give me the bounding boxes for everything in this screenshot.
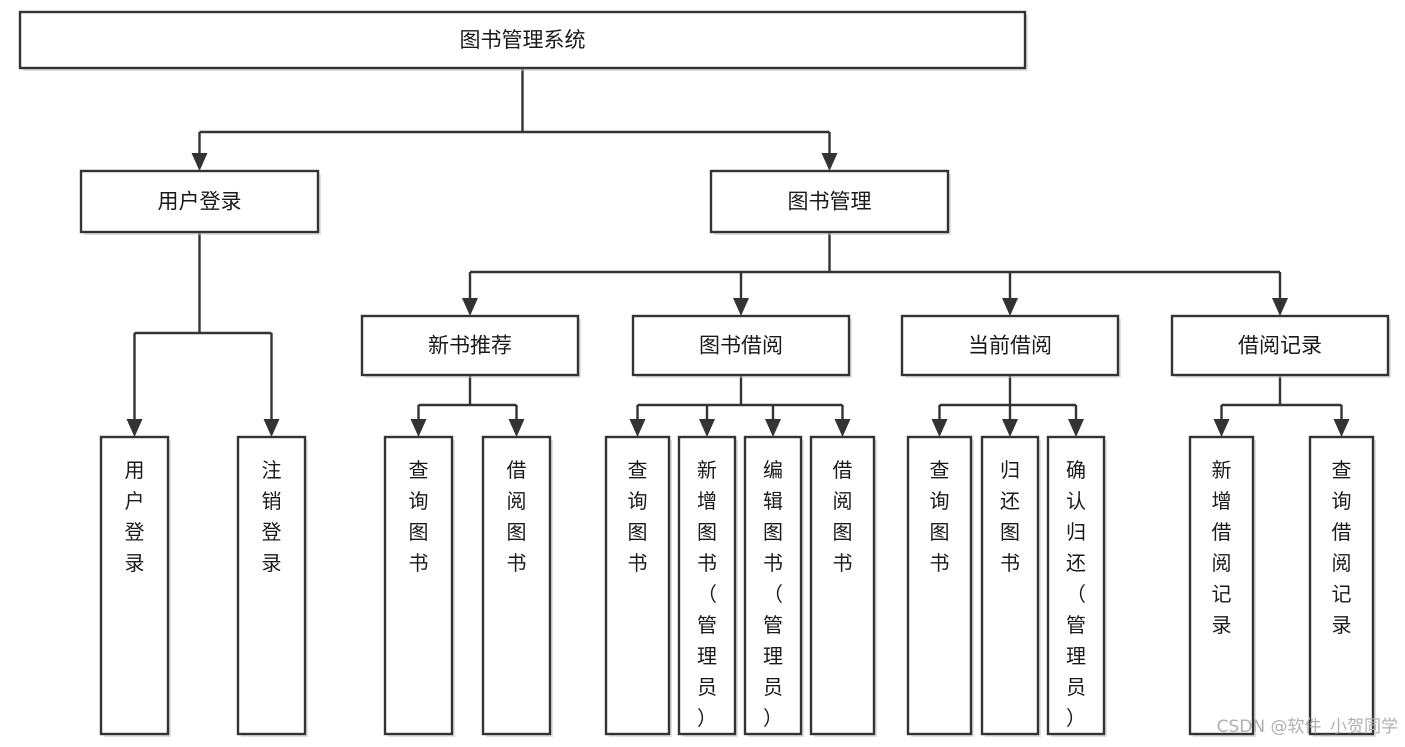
node-current-borrow[interactable]: 当前借阅 (900, 314, 1121, 378)
node-book-borrow[interactable]: 图书借阅 (631, 314, 852, 378)
node-leaf-query-book-1[interactable]: 查询图书 (383, 435, 455, 737)
arrow-head (508, 419, 525, 437)
arrow-head (821, 153, 838, 171)
node-label: 查询图书 (409, 458, 429, 575)
node-box (383, 435, 454, 736)
node-box (236, 435, 307, 736)
node-book-manage[interactable]: 图书管理 (709, 169, 951, 235)
node-box (709, 169, 950, 234)
arrow-head (733, 298, 749, 316)
arrow-head (1272, 298, 1288, 316)
node-box (906, 435, 973, 736)
node-label: 用户登录 (158, 190, 242, 214)
node-label: 借阅图书 (833, 458, 853, 575)
node-leaf-logout[interactable]: 注销登录 (236, 435, 308, 737)
arrow-head (931, 419, 948, 437)
arrow-head (410, 419, 427, 437)
node-box (743, 435, 803, 736)
node-leaf-borrow-book-2[interactable]: 借阅图书 (809, 435, 877, 737)
arrow-head (1002, 419, 1018, 437)
node-box (631, 314, 851, 377)
node-new-book-recommend[interactable]: 新书推荐 (360, 314, 581, 378)
node-label: 新增借阅记录 (1212, 458, 1232, 637)
node-box (1170, 314, 1390, 377)
node-label: 借阅记录 (1238, 334, 1322, 358)
node-leaf-edit-book[interactable]: 编辑图书（管理员） (743, 435, 804, 737)
node-label: 查询图书 (930, 458, 950, 575)
node-box (18, 10, 1027, 70)
arrow-head (629, 419, 646, 437)
node-box (809, 435, 876, 736)
arrow-head (462, 298, 478, 316)
node-label: 图书借阅 (699, 334, 783, 358)
node-leaf-user-login[interactable]: 用户登录 (99, 435, 171, 737)
node-label: 确认归还（管理员） (1066, 458, 1086, 730)
node-root[interactable]: 图书管理系统 (18, 10, 1028, 71)
node-box (99, 435, 170, 736)
arrow-head (1333, 419, 1350, 437)
node-label: 查询借阅记录 (1332, 458, 1352, 637)
node-label: 当前借阅 (968, 334, 1052, 358)
node-leaf-confirm-return[interactable]: 确认归还（管理员） (1046, 435, 1107, 737)
arrow-head (765, 419, 781, 437)
arrow-head (1002, 298, 1018, 316)
node-label: 查询图书 (628, 458, 648, 575)
node-leaf-borrow-book-1[interactable]: 借阅图书 (481, 435, 553, 737)
node-box (79, 169, 320, 234)
node-label: 图书管理 (788, 190, 872, 214)
arrow-head (126, 419, 143, 437)
node-box (1046, 435, 1106, 736)
node-box (604, 435, 671, 736)
node-box (1308, 435, 1375, 736)
node-label: 编辑图书（管理员） (763, 458, 783, 730)
arrow-head (1213, 419, 1230, 437)
arrow-head (834, 419, 851, 437)
node-user-login[interactable]: 用户登录 (79, 169, 321, 235)
node-leaf-add-book[interactable]: 新增图书（管理员） (677, 435, 738, 737)
node-label: 归还图书 (1000, 458, 1020, 575)
node-leaf-return-book[interactable]: 归还图书 (980, 435, 1041, 737)
arrow-head (699, 419, 715, 437)
node-label: 注销登录 (262, 458, 282, 575)
node-leaf-query-book-2[interactable]: 查询图书 (604, 435, 672, 737)
arrow-head (191, 153, 208, 171)
node-label: 新增图书（管理员） (697, 458, 717, 730)
node-box (360, 314, 580, 377)
node-leaf-query-book-3[interactable]: 查询图书 (906, 435, 974, 737)
node-label: 新书推荐 (428, 334, 512, 358)
csdn-watermark: CSDN @软件_小贺同学 (1217, 717, 1398, 737)
connector-layer (126, 68, 1350, 437)
node-borrow-record[interactable]: 借阅记录 (1170, 314, 1391, 378)
node-box (481, 435, 552, 736)
node-layer: 图书管理系统用户登录图书管理新书推荐图书借阅当前借阅借阅记录用户登录注销登录查询… (18, 10, 1391, 737)
node-box (677, 435, 737, 736)
node-box (1188, 435, 1255, 736)
node-box (980, 435, 1040, 736)
node-label: 图书管理系统 (460, 28, 586, 52)
node-label: 借阅图书 (507, 458, 527, 575)
node-box (900, 314, 1120, 377)
arrow-head (263, 419, 280, 437)
node-leaf-add-record[interactable]: 新增借阅记录 (1188, 435, 1256, 737)
node-label: 用户登录 (125, 458, 145, 575)
arrow-head (1068, 419, 1084, 437)
node-leaf-query-record[interactable]: 查询借阅记录 (1308, 435, 1376, 737)
